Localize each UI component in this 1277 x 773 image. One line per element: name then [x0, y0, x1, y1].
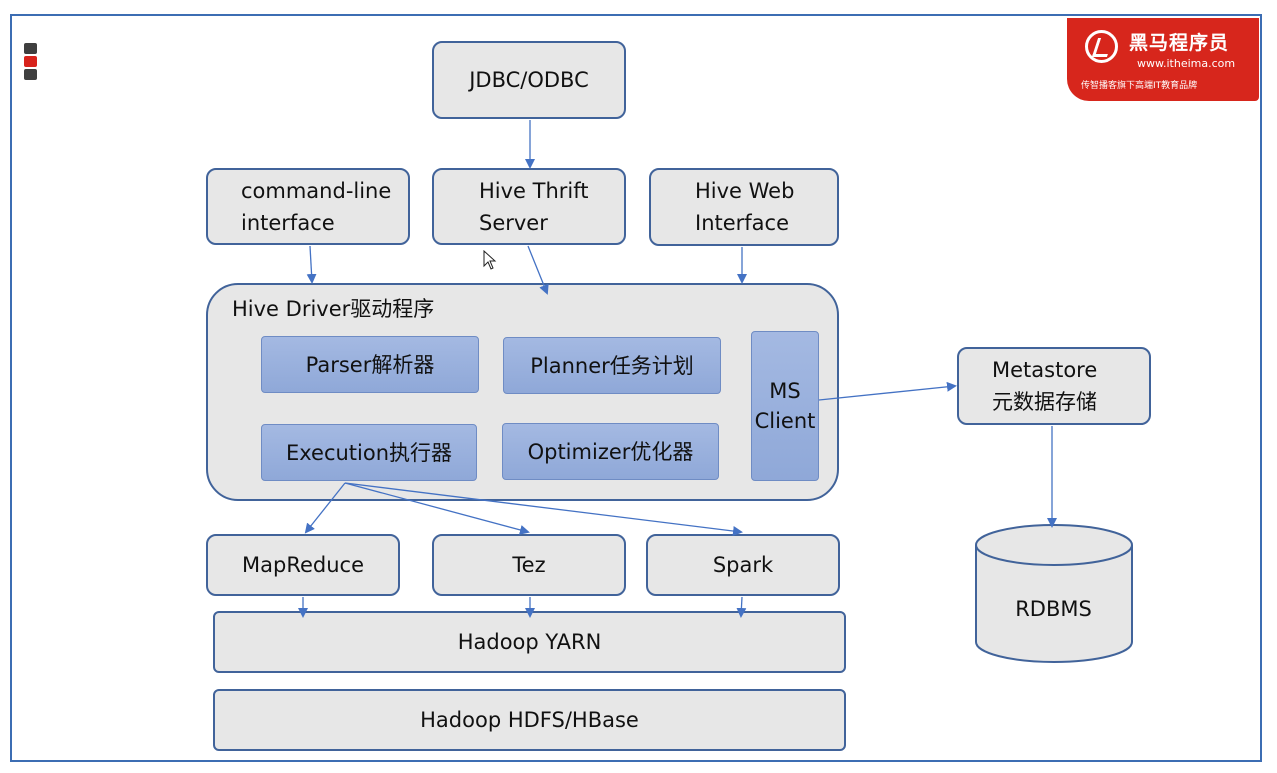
hive-thrift-server-node: Hive Thrift Server [432, 168, 626, 245]
command-line-interface-node: command-line interface [206, 168, 410, 245]
hadoop-yarn-layer: Hadoop YARN [213, 611, 846, 673]
hive-web-interface-node: Hive Web Interface [649, 168, 839, 246]
window-control-icon[interactable] [24, 43, 37, 54]
mapreduce-node: MapReduce [206, 534, 400, 596]
optimizer-node: Optimizer优化器 [502, 423, 719, 480]
hive-driver-title: Hive Driver驱动程序 [232, 297, 435, 321]
logo-url-text: www.itheima.com [1137, 57, 1236, 70]
planner-node: Planner任务计划 [503, 337, 721, 394]
tez-node: Tez [432, 534, 626, 596]
mouse-cursor-icon [483, 250, 497, 270]
parser-node: Parser解析器 [261, 336, 479, 393]
ms-client-node: MS Client [751, 331, 819, 481]
metastore-node: Metastore 元数据存储 [957, 347, 1151, 425]
jdbc-odbc-node: JDBC/ODBC [432, 41, 626, 119]
spark-node: Spark [646, 534, 840, 596]
brand-logo: 黑马程序员 www.itheima.com 传智播客旗下高端IT教育品牌 [1067, 18, 1259, 101]
logo-brand-text: 黑马程序员 [1129, 32, 1230, 54]
execution-node: Execution执行器 [261, 424, 477, 481]
horse-logo-icon [1085, 30, 1118, 63]
window-controls [24, 43, 37, 82]
hadoop-hdfs-hbase-layer: Hadoop HDFS/HBase [213, 689, 846, 751]
logo-slogan-text: 传智播客旗下高端IT教育品牌 [1081, 81, 1198, 91]
window-control-icon[interactable] [24, 56, 37, 67]
window-control-icon[interactable] [24, 69, 37, 80]
rdbms-label: RDBMS [1015, 597, 1092, 621]
